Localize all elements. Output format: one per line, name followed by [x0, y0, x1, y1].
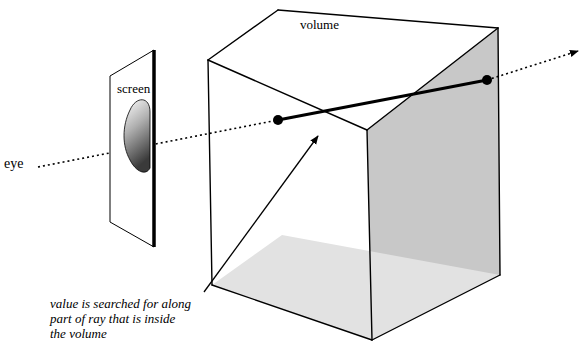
- exit-ray: [487, 51, 578, 80]
- ray-inside-volume: [278, 80, 487, 120]
- screen-shape: screen: [108, 48, 158, 250]
- node-label: screen: [117, 81, 150, 96]
- entry-point: [273, 115, 283, 125]
- cube-floor-face: [212, 235, 500, 340]
- cube-edge: [208, 10, 278, 60]
- projected-image: [124, 100, 150, 172]
- cube-edge: [498, 28, 500, 275]
- node-label: volume: [300, 17, 339, 32]
- node-outline: [200, 4, 506, 346]
- cube-edge: [212, 285, 372, 340]
- eye-label: eye: [4, 156, 23, 171]
- cube-edge: [372, 275, 500, 340]
- cube-edge: [367, 130, 372, 340]
- screen-outline: [110, 50, 154, 247]
- leader-arrow: [204, 136, 318, 292]
- eye-ray: [38, 120, 278, 167]
- volume-cube: volume: [200, 4, 506, 346]
- node-outline: [108, 48, 158, 250]
- exit-point: [482, 75, 492, 85]
- annotation-note: value is searched for along part of ray …: [50, 296, 192, 341]
- cube-edge: [208, 60, 367, 130]
- screen-edge: [152, 50, 156, 247]
- cube-edge: [208, 60, 212, 285]
- cube-edge: [367, 28, 498, 130]
